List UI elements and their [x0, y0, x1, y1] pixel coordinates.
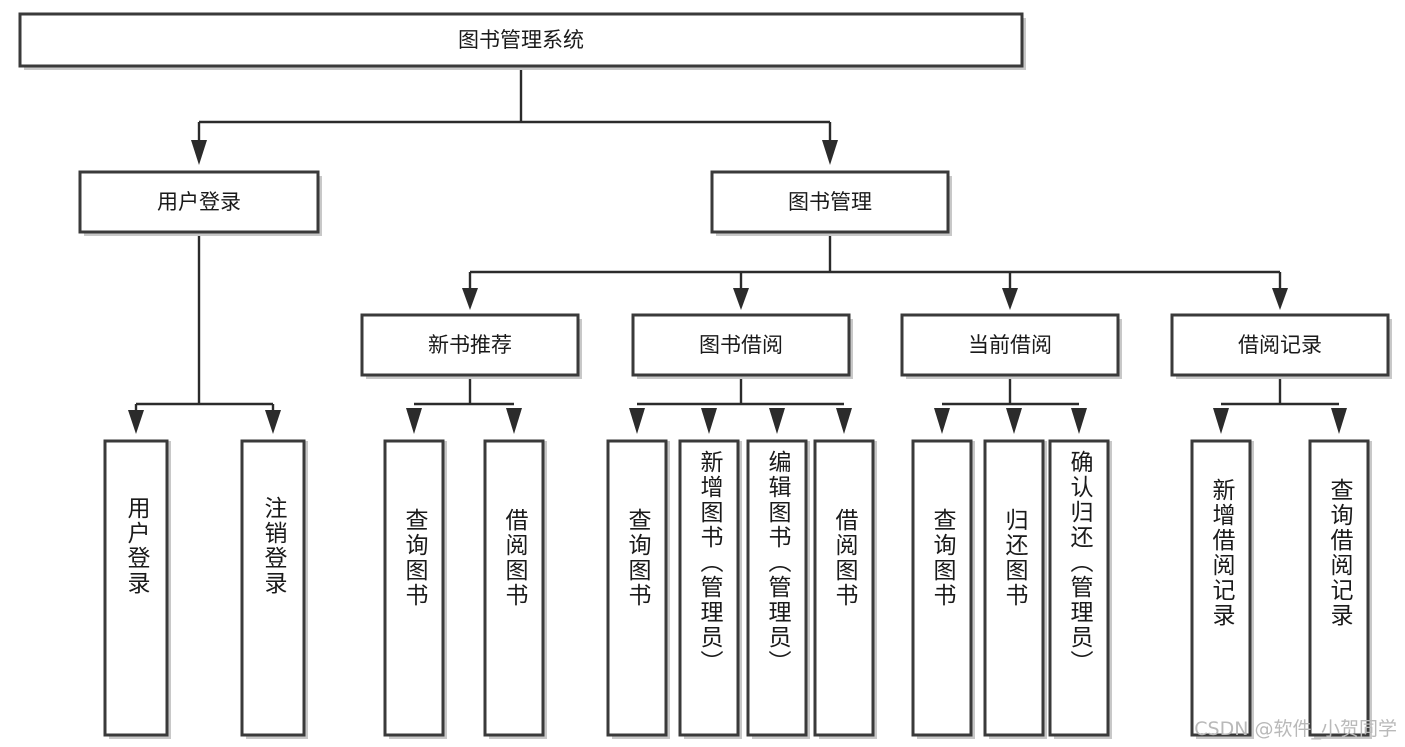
node-leaf-user-login[interactable]: 用户登录 [103, 439, 171, 739]
arrow-head-leaf-user-login [128, 410, 144, 434]
node-user-login[interactable]: 用户登录 [78, 170, 322, 236]
node-leaf-return-book-box[interactable] [983, 439, 1045, 737]
node-book-borrow-box[interactable] [631, 313, 851, 377]
node-leaf-borrow-book-2-label: 借阅图书 [831, 508, 859, 608]
arrow-head-leaf-logout [265, 410, 281, 434]
node-root-label: 图书管理系统 [458, 28, 584, 52]
arrow-head-leaf-borrow-book-2 [836, 408, 852, 434]
arrow-head-current-borrow [1002, 288, 1018, 310]
node-leaf-query-book-3[interactable]: 查询图书 [911, 439, 975, 739]
arrow-head-leaf-borrow-book-1 [506, 408, 522, 434]
node-leaf-add-record-box[interactable] [1190, 439, 1252, 737]
node-new-book-recommend-box[interactable] [360, 313, 580, 377]
node-user-login-box[interactable] [78, 170, 320, 234]
node-leaf-confirm-return-box[interactable] [1048, 439, 1110, 737]
node-leaf-return-book-label: 归还图书 [1001, 508, 1029, 608]
node-current-borrow-label: 当前借阅 [968, 333, 1052, 357]
node-leaf-add-book-label: 新增图书（管理员） [696, 450, 724, 675]
node-new-book-recommend-label: 新书推荐 [428, 333, 512, 357]
node-leaf-query-record-label: 查询借阅记录 [1326, 478, 1354, 628]
leaf-layer: 用户登录 注销登录 查询图书 借阅图书 查询图书 新增图书（管理员） [103, 439, 1372, 739]
arrow-head-leaf-query-record [1331, 408, 1347, 434]
node-leaf-query-book-2-box[interactable] [606, 439, 668, 737]
arrow-head-book-manage [822, 140, 838, 165]
node-leaf-confirm-return-label: 确认归还（管理员） [1066, 450, 1094, 675]
node-leaf-query-book-2[interactable]: 查询图书 [606, 439, 670, 739]
arrow-head-leaf-query-book-2 [629, 408, 645, 434]
node-leaf-borrow-book-2-box[interactable] [813, 439, 875, 737]
node-borrow-record[interactable]: 借阅记录 [1170, 313, 1392, 379]
arrow-head-leaf-edit-book [769, 408, 785, 434]
node-leaf-query-book-2-label: 查询图书 [624, 508, 652, 608]
node-leaf-query-record[interactable]: 查询借阅记录 [1308, 439, 1372, 739]
arrow-head-leaf-return-book [1006, 408, 1022, 434]
node-current-borrow-box[interactable] [900, 313, 1120, 377]
node-leaf-user-login-label: 用户登录 [123, 496, 151, 596]
node-book-borrow[interactable]: 图书借阅 [631, 313, 853, 379]
arrow-head-leaf-add-book [701, 408, 717, 434]
node-leaf-query-book-1-box[interactable] [383, 439, 445, 737]
node-leaf-query-book-3-label: 查询图书 [929, 508, 957, 608]
arrow-head-user-login [191, 140, 207, 165]
node-leaf-borrow-book-2[interactable]: 借阅图书 [813, 439, 877, 739]
node-leaf-query-book-3-box[interactable] [911, 439, 973, 737]
node-leaf-return-book[interactable]: 归还图书 [983, 439, 1047, 739]
node-book-borrow-label: 图书借阅 [699, 333, 783, 357]
arrow-head-leaf-query-book-3 [934, 408, 950, 434]
node-leaf-add-book-box[interactable] [678, 439, 740, 737]
node-book-manage-box[interactable] [710, 170, 950, 234]
arrow-head-leaf-confirm-return [1071, 408, 1087, 434]
node-leaf-confirm-return[interactable]: 确认归还（管理员） [1048, 439, 1112, 739]
node-leaf-borrow-book-1-label: 借阅图书 [501, 508, 529, 608]
node-leaf-add-record[interactable]: 新增借阅记录 [1190, 439, 1254, 739]
connector-layer [128, 66, 1347, 434]
node-leaf-edit-book-box[interactable] [746, 439, 808, 737]
node-leaf-query-book-1-label: 查询图书 [401, 508, 429, 608]
node-leaf-user-login-box[interactable] [103, 439, 169, 737]
node-borrow-record-box[interactable] [1170, 313, 1390, 377]
node-leaf-logout[interactable]: 注销登录 [240, 439, 308, 739]
arrow-head-leaf-add-record [1213, 408, 1229, 434]
node-leaf-query-book-1[interactable]: 查询图书 [383, 439, 447, 739]
node-leaf-query-record-box[interactable] [1308, 439, 1370, 737]
node-leaf-add-record-label: 新增借阅记录 [1208, 478, 1236, 628]
node-leaf-borrow-book-1[interactable]: 借阅图书 [483, 439, 547, 739]
node-book-manage-label: 图书管理 [788, 190, 872, 214]
node-leaf-borrow-book-1-box[interactable] [483, 439, 545, 737]
node-leaf-edit-book-label: 编辑图书（管理员） [764, 450, 792, 675]
node-user-login-label: 用户登录 [157, 190, 241, 214]
node-root[interactable]: 图书管理系统 [18, 12, 1026, 70]
node-leaf-edit-book[interactable]: 编辑图书（管理员） [746, 439, 810, 739]
node-leaf-add-book[interactable]: 新增图书（管理员） [678, 439, 742, 739]
node-leaf-logout-box[interactable] [240, 439, 306, 737]
node-new-book-recommend[interactable]: 新书推荐 [360, 313, 582, 379]
node-borrow-record-label: 借阅记录 [1238, 333, 1322, 357]
node-leaf-logout-label: 注销登录 [260, 496, 288, 596]
arrow-head-new-book [462, 288, 478, 310]
arrow-head-borrow-record [1272, 288, 1288, 310]
node-root-box[interactable] [18, 12, 1024, 68]
arrow-head-leaf-query-book-1 [406, 408, 422, 434]
node-book-manage[interactable]: 图书管理 [710, 170, 952, 236]
arrow-head-book-borrow [733, 288, 749, 310]
node-current-borrow[interactable]: 当前借阅 [900, 313, 1122, 379]
